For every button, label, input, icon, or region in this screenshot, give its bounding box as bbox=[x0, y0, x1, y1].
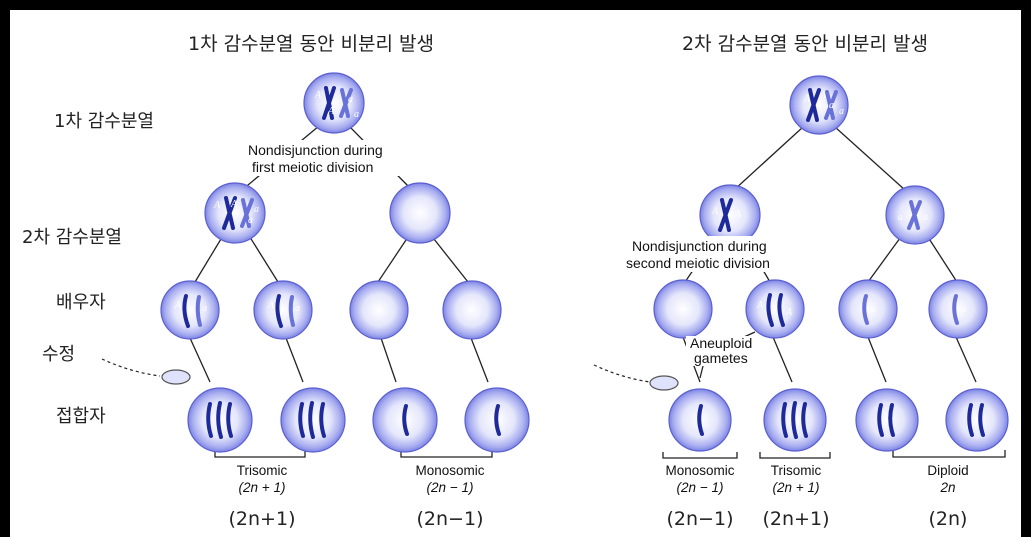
title-right: 2차 감수분열 동안 비분리 발생 bbox=[682, 33, 928, 55]
title-left: 1차 감수분열 동안 비분리 발생 bbox=[188, 33, 434, 55]
svg-text:A: A bbox=[174, 300, 182, 311]
annotation-nondisjunction1-line1: Nondisjunction during bbox=[248, 142, 383, 158]
outcome-1-name: Trisomic bbox=[237, 463, 288, 478]
svg-text:a: a bbox=[898, 212, 903, 223]
outcome-3-count: (2n−1) bbox=[667, 508, 734, 530]
cell-right-gamete-3: a bbox=[838, 279, 898, 339]
outcome-2: Monosomic (2n − 1) (2n−1) bbox=[415, 463, 484, 530]
outcome-1: Trisomic (2n + 1) (2n+1) bbox=[229, 463, 296, 530]
cell-right-zygote-1 bbox=[668, 388, 732, 452]
svg-text:A: A bbox=[819, 90, 827, 101]
svg-text:a: a bbox=[961, 304, 966, 315]
outcome-4: Trisomic (2n + 1) (2n+1) bbox=[763, 463, 830, 530]
svg-text:a: a bbox=[348, 94, 353, 105]
outcome-2-count: (2n−1) bbox=[417, 508, 484, 530]
cell-left-parent: AA aa bbox=[303, 72, 365, 134]
cell-left-zygote-3 bbox=[372, 387, 438, 453]
svg-text:A: A bbox=[327, 106, 335, 117]
svg-text:a: a bbox=[254, 204, 259, 215]
outcome-4-count: (2n+1) bbox=[763, 508, 830, 530]
cell-right-gamete-2: AA bbox=[745, 279, 805, 339]
svg-text:a: a bbox=[839, 106, 844, 117]
outcome-3-name: Monosomic bbox=[665, 463, 734, 478]
cell-right-gamete-1 bbox=[653, 279, 713, 339]
stage-label-meiosis2: 2차 감수분열 bbox=[22, 227, 122, 248]
stage-label-fertilization: 수정 bbox=[42, 344, 75, 365]
cell-left-zygote-2 bbox=[280, 387, 346, 453]
annotation-nondisjunction2-line1: Nondisjunction during bbox=[632, 238, 767, 254]
annotation-bg-aneuploid bbox=[686, 336, 758, 366]
outcome-5-name: Diploid bbox=[927, 463, 968, 478]
cell-left-zygote-4 bbox=[464, 387, 530, 453]
svg-text:A: A bbox=[785, 307, 793, 318]
outcome-5-count: (2n) bbox=[929, 508, 968, 530]
svg-text:A: A bbox=[803, 94, 811, 105]
svg-text:A: A bbox=[711, 206, 719, 217]
cell-right-zygote-3 bbox=[855, 388, 919, 452]
outcome-2-formula: (2n − 1) bbox=[427, 480, 474, 495]
sperm-right bbox=[593, 364, 679, 391]
outcome-4-name: Trisomic bbox=[771, 463, 822, 478]
cell-left-m2-b bbox=[389, 182, 451, 244]
outcome-1-count: (2n+1) bbox=[229, 508, 296, 530]
outcome-5: Diploid 2n (2n) bbox=[927, 463, 968, 530]
svg-text:a: a bbox=[354, 109, 359, 120]
svg-text:A: A bbox=[314, 90, 322, 101]
svg-text:a: a bbox=[295, 303, 300, 314]
stage-label-zygote: 접합자 bbox=[56, 406, 106, 427]
svg-text:A: A bbox=[230, 199, 238, 210]
cell-left-gamete-4 bbox=[442, 280, 502, 340]
svg-text:a: a bbox=[829, 100, 834, 111]
svg-text:A: A bbox=[756, 300, 764, 311]
nondisjunction-diagram: 1차 감수분열 동안 비분리 발생 2차 감수분열 동안 비분리 발생 1차 감… bbox=[22, 33, 1009, 530]
cell-right-zygote-2 bbox=[763, 388, 827, 452]
annotation-nondisjunction1-line2: first meiotic division bbox=[252, 159, 373, 175]
annotation-bg-nd1 bbox=[238, 140, 400, 176]
svg-text:a: a bbox=[202, 303, 207, 314]
svg-text:A: A bbox=[734, 209, 742, 220]
sperm-left bbox=[101, 358, 191, 385]
cell-left-gamete-3 bbox=[349, 280, 409, 340]
annotation-aneuploid-line2: gametes bbox=[694, 350, 748, 366]
annotation-nondisjunction2-line2: second meiotic division bbox=[626, 255, 770, 271]
stage-label-gametes: 배우자 bbox=[56, 292, 106, 313]
stage-label-meiosis1: 1차 감수분열 bbox=[54, 111, 154, 132]
figure-frame: 1차 감수분열 동안 비분리 발생 2차 감수분열 동안 비분리 발생 1차 감… bbox=[10, 10, 1021, 537]
outcome-3: Monosomic (2n − 1) (2n−1) bbox=[665, 463, 734, 530]
svg-text:A: A bbox=[267, 300, 275, 311]
outcome-2-name: Monosomic bbox=[415, 463, 484, 478]
cell-left-zygote-1 bbox=[187, 387, 253, 453]
outcome-3-formula: (2n − 1) bbox=[677, 480, 724, 495]
outcome-4-formula: (2n + 1) bbox=[773, 480, 820, 495]
right-tree-lines bbox=[662, 126, 1006, 459]
svg-text:a: a bbox=[871, 304, 876, 315]
svg-text:a: a bbox=[248, 215, 253, 226]
cell-right-zygote-4 bbox=[945, 388, 1009, 452]
outcome-5-formula: 2n bbox=[939, 480, 955, 495]
cell-right-gamete-4: a bbox=[928, 279, 988, 339]
svg-text:A: A bbox=[213, 200, 221, 211]
annotation-aneuploid-line1: Aneuploid bbox=[690, 335, 752, 351]
svg-text:a: a bbox=[923, 212, 928, 223]
annotation-bg-nd2 bbox=[622, 236, 818, 272]
left-tree-lines bbox=[189, 125, 493, 458]
outcome-1-formula: (2n + 1) bbox=[239, 480, 286, 495]
